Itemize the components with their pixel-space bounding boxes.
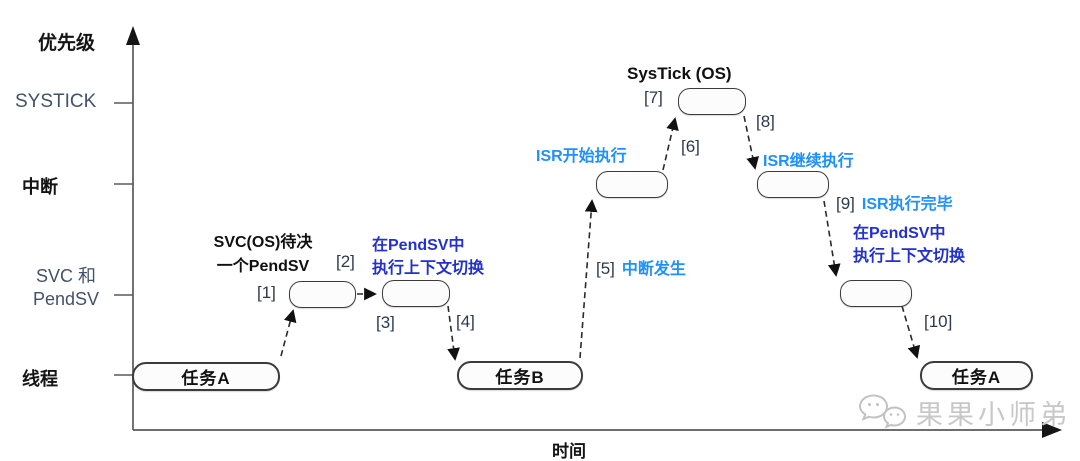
step-2-label: [2] — [336, 252, 355, 271]
task-a-left-label: 任务A — [181, 369, 231, 388]
step-9-label: [9] — [836, 194, 855, 213]
task-a-left-box: 任务A — [132, 362, 280, 391]
arrow-step-6 — [662, 117, 679, 171]
svc-pending-annotation: SVC(OS)待决 一个PendSV — [191, 231, 335, 279]
step-7-label: [7] — [644, 88, 663, 107]
pendsv-switch-left-line1: 在PendSV中 — [372, 237, 465, 254]
watermark: 果果小师弟 — [858, 392, 1071, 432]
pendsv-box-2 — [382, 280, 450, 307]
arrow-step-5 — [579, 199, 598, 359]
systick-os-title: SysTick (OS) — [627, 64, 732, 83]
arrow-step-1 — [280, 309, 297, 357]
isr-continue-box — [757, 171, 829, 198]
level-label-interrupt: 中断 — [22, 177, 58, 197]
step-10-label: [10] — [924, 312, 953, 331]
isr-start-annotation: ISR开始执行 — [536, 148, 627, 165]
pendsv-switch-left-annotation: 在PendSV中 执行上下文切换 — [372, 234, 484, 280]
isr-start-box — [596, 171, 668, 198]
pendsv-switch-right-line1: 在PendSV中 — [853, 225, 946, 242]
level-label-pendsv: PendSV — [32, 289, 100, 309]
isr-continue-annotation: ISR继续执行 — [763, 153, 854, 170]
pendsv-switch-left-line2: 执行上下文切换 — [372, 260, 485, 277]
step-5-interrupt-occurs: [5] 中断发生 — [596, 255, 686, 279]
isr-complete-annotation: ISR执行完毕 — [861, 196, 953, 213]
pendsv-switch-right-line2: 执行上下文切换 — [853, 248, 966, 265]
svc-pending-line2: 一个PendSV — [216, 258, 310, 275]
y-axis — [114, 26, 140, 430]
step-3-label: [3] — [376, 313, 395, 332]
step-6-label: [6] — [681, 137, 700, 156]
arrow-step-8 — [743, 115, 760, 170]
svc-pending-line1: SVC(OS)待决 — [213, 234, 313, 251]
task-b-box: 任务B — [457, 361, 583, 390]
watermark-text: 果果小师弟 — [916, 399, 1071, 430]
x-axis-title: 时间 — [552, 442, 586, 461]
step-9-isr-complete: [9] ISR执行完毕 — [836, 190, 953, 214]
arrow-step-9 — [823, 200, 841, 277]
level-label-svc-pendsv: SVC 和 PendSV — [20, 265, 112, 311]
task-a-right-label: 任务A — [951, 368, 1002, 387]
pendsv-switch-right-annotation: 在PendSV中 执行上下文切换 — [853, 222, 965, 268]
level-label-svc: SVC 和 — [35, 266, 96, 286]
wechat-icon — [858, 394, 907, 429]
step-8-label: [8] — [756, 112, 775, 131]
pendsv-box-1 — [289, 281, 356, 308]
y-axis-title: 优先级 — [38, 33, 96, 54]
pendsv-box-right — [840, 280, 912, 307]
level-label-systick: SYSTICK — [15, 91, 97, 112]
step-5-label: [5] — [596, 259, 615, 278]
arrow-step-10 — [901, 305, 921, 359]
systick-box — [678, 88, 746, 115]
task-a-right-box: 任务A — [920, 361, 1033, 390]
x-axis — [133, 422, 1062, 438]
step-4-label: [4] — [456, 312, 475, 331]
step-1-label: [1] — [257, 283, 276, 302]
level-label-thread: 线程 — [22, 369, 58, 389]
task-b-label: 任务B — [495, 368, 545, 387]
arrow-step-4 — [447, 305, 460, 361]
interrupt-occurs-annotation: 中断发生 — [621, 261, 686, 278]
